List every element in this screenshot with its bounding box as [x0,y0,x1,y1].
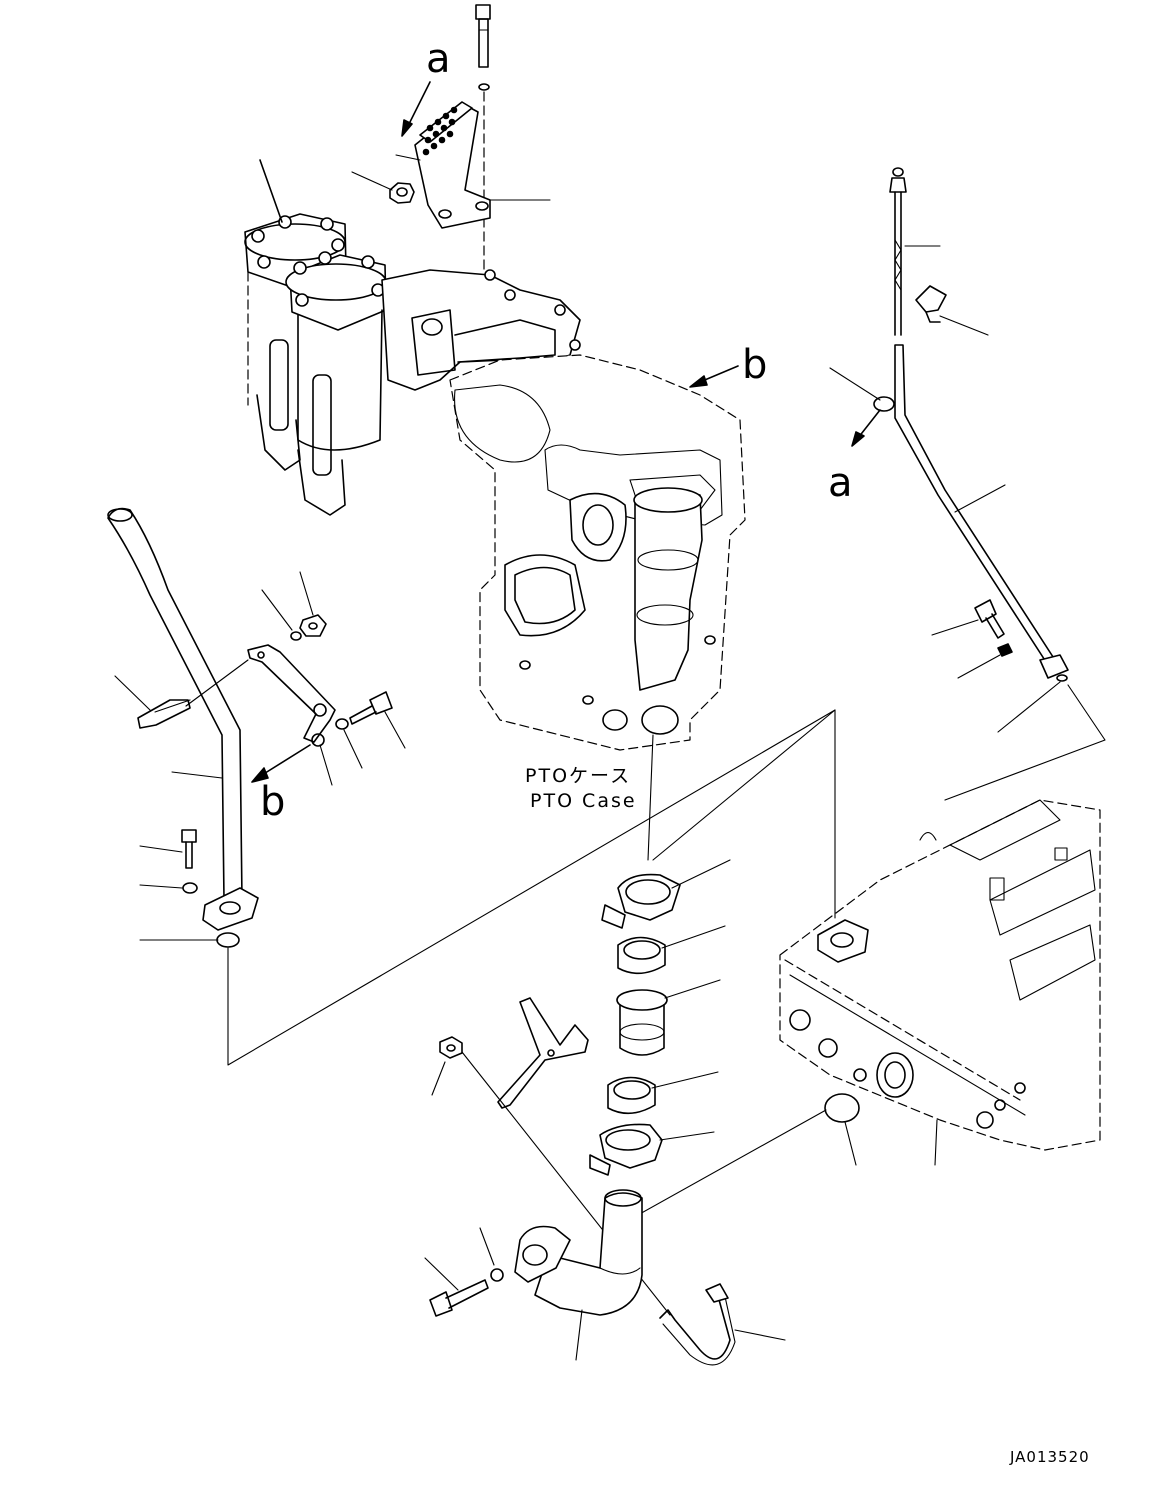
support-bracket [431,997,671,1316]
top-bolt [475,4,491,271]
caption-japanese: PTOケース [525,765,631,787]
left-tube-assembly: b [107,507,836,1066]
drawing-code: JA013520 [1009,1448,1090,1466]
view-letter-b-left: b [260,779,285,825]
flange-nut-top [389,182,415,204]
view-letter-a-top: a [426,36,451,82]
pto-case-caption: PTOケース PTO Case [525,765,637,812]
elbow-pipe [424,1189,786,1366]
dipstick-gauge: a [828,167,1106,801]
connector-stack [589,859,731,1176]
blanking-plate [619,1093,860,1226]
caption-english: PTO Case [530,790,637,812]
engine-block [652,709,1101,1166]
view-letter-a-right: a [828,460,853,506]
view-a-marker-top: a [395,36,451,161]
tube-clamp-bracket [114,571,406,786]
view-b-marker-right: b [689,342,767,388]
filter-housing-assembly [244,159,581,516]
view-letter-b-right: b [742,342,767,388]
mounting-bracket [414,101,491,229]
pto-case [449,354,746,861]
leader-lines [351,171,551,201]
